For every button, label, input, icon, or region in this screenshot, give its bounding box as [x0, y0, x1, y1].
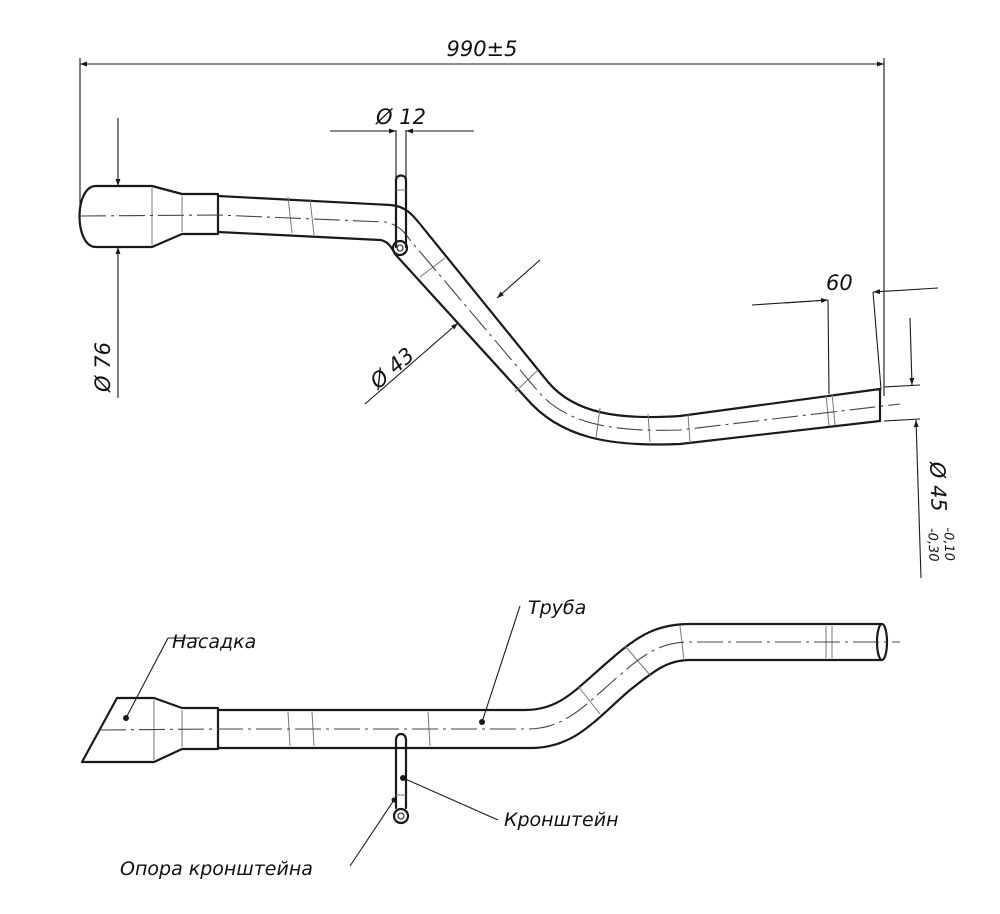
overall-length-dimension: 990±5 — [79, 37, 885, 396]
plan-view — [80, 622, 900, 825]
bracket-part — [391, 174, 409, 257]
bracket-diameter-label: Ø 12 — [375, 105, 426, 129]
pipe-diameter-dimension: Ø 43 — [364, 259, 541, 405]
bracket-support-label: Опора кронштейна — [120, 858, 313, 880]
elevation-view — [78, 174, 901, 446]
bracket-diameter-dimension: Ø 12 — [330, 105, 474, 180]
nozzle-part — [78, 184, 220, 249]
pipe-part — [216, 194, 882, 446]
nozzle-label: Насадка — [172, 631, 256, 653]
outlet-tolerance-upper: -0,10 — [940, 527, 956, 561]
overall-length-label: 990±5 — [446, 37, 517, 61]
end-length-dimension: 60 — [751, 271, 939, 395]
inlet-diameter-label: Ø 76 — [91, 342, 115, 393]
outlet-diameter-dimension: Ø 45 -0,10 -0,30 — [883, 317, 956, 579]
end-length-label: 60 — [826, 271, 853, 295]
outlet-tolerance-lower: -0,30 — [924, 528, 940, 562]
outlet-diameter-label: Ø 45 — [925, 460, 951, 512]
inlet-diameter-dimension: Ø 76 — [91, 118, 130, 398]
bracket-label: Кронштейн — [504, 809, 619, 831]
pipe-diameter-label: Ø 43 — [365, 343, 419, 395]
part-labels: Насадка Труба Кронштейн Опора кронштейна — [120, 597, 619, 880]
pipe-label: Труба — [528, 597, 586, 619]
plan-bracket-part — [392, 732, 410, 825]
